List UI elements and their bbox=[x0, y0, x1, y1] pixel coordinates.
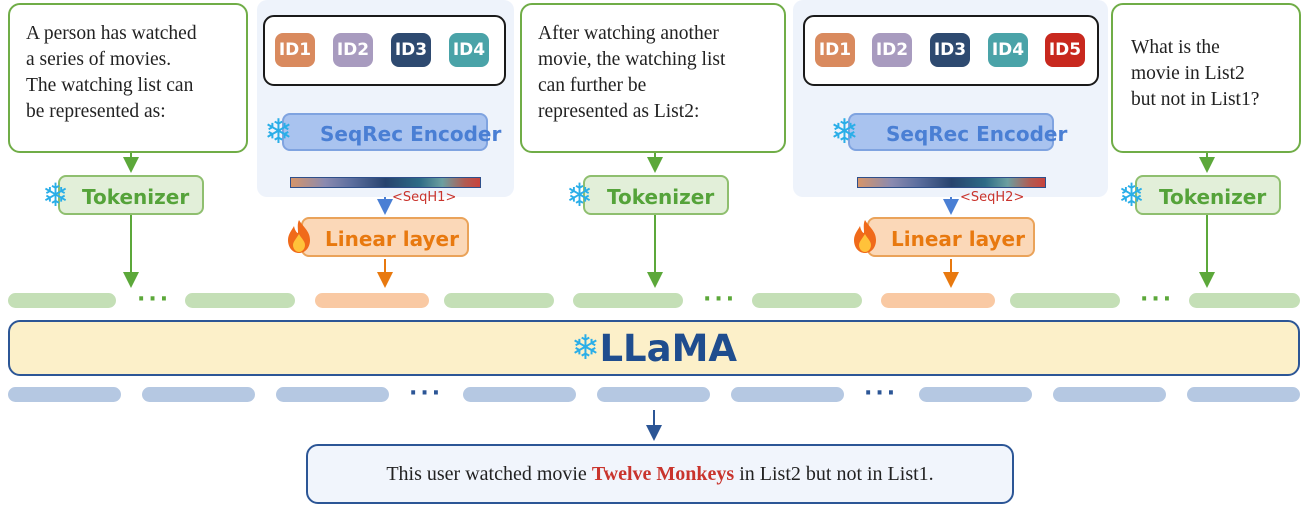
tokenizer-3: Tokenizer bbox=[1135, 175, 1281, 215]
prompt-2-line: can further be bbox=[538, 75, 647, 96]
movie-id-pill: ID4 bbox=[988, 33, 1028, 67]
prompt-box-2: After watching another movie, the watchi… bbox=[520, 3, 786, 153]
prompt-1-line: A person has watched bbox=[26, 23, 197, 44]
output-token bbox=[463, 387, 576, 402]
input-token bbox=[1010, 293, 1120, 308]
prompt-box-1: A person has watched a series of movies.… bbox=[8, 3, 248, 153]
llm-label: LLaMA bbox=[599, 327, 738, 370]
movie-id-pill: ID2 bbox=[333, 33, 373, 67]
snowflake-icon: ❄ bbox=[264, 112, 293, 152]
prompt-3-line: movie in List2 bbox=[1131, 63, 1245, 84]
movie-id-pill: ID5 bbox=[1045, 33, 1085, 67]
encoder-label: SeqRec Encoder bbox=[886, 122, 1068, 146]
tokenizer-1: Tokenizer bbox=[58, 175, 204, 215]
prompt-1-line: be represented as: bbox=[26, 101, 166, 122]
tokenizer-label: Tokenizer bbox=[82, 185, 190, 209]
movie-id-pill: ID3 bbox=[930, 33, 970, 67]
fire-icon bbox=[851, 218, 879, 258]
fire-icon bbox=[285, 218, 313, 258]
output-token bbox=[1053, 387, 1166, 402]
ellipsis: ··· bbox=[137, 287, 172, 312]
seq-token-label-2: <SeqH2> bbox=[960, 190, 1025, 205]
movie-id-group-1: ID1 ID2 ID3 ID4 bbox=[263, 15, 506, 86]
tokenizer-2: Tokenizer bbox=[583, 175, 729, 215]
ellipsis: ··· bbox=[703, 287, 738, 312]
snowflake-icon: ❄ bbox=[42, 176, 69, 214]
prompt-1-line: a series of movies. bbox=[26, 49, 172, 70]
prompt-box-3: What is the movie in List2 but not in Li… bbox=[1111, 3, 1301, 153]
input-token bbox=[752, 293, 862, 308]
output-token bbox=[276, 387, 389, 402]
movie-id-pill: ID3 bbox=[391, 33, 431, 67]
sequence-embedding-bar-2 bbox=[857, 177, 1046, 188]
linear-layer-label: Linear layer bbox=[891, 227, 1025, 251]
ellipsis: ··· bbox=[864, 381, 899, 406]
output-token bbox=[597, 387, 710, 402]
input-token bbox=[8, 293, 116, 308]
ellipsis: ··· bbox=[1140, 287, 1175, 312]
output-response-box: This user watched movie Twelve Monkeys i… bbox=[306, 444, 1014, 504]
input-token bbox=[185, 293, 295, 308]
snowflake-icon: ❄ bbox=[830, 112, 859, 152]
movie-id-pill: ID4 bbox=[449, 33, 489, 67]
sequence-embedding-bar-1 bbox=[290, 177, 481, 188]
output-token bbox=[731, 387, 844, 402]
linear-layer-label: Linear layer bbox=[325, 227, 459, 251]
ellipsis: ··· bbox=[409, 381, 444, 406]
prompt-3-line: What is the bbox=[1131, 37, 1220, 58]
output-movie-title: Twelve Monkeys bbox=[591, 463, 735, 485]
snowflake-icon: ❄ bbox=[570, 328, 600, 368]
seqrec-encoder-2: SeqRec Encoder bbox=[848, 113, 1067, 151]
snowflake-icon: ❄ bbox=[1118, 176, 1145, 214]
output-token bbox=[1187, 387, 1300, 402]
encoder-label: SeqRec Encoder bbox=[320, 122, 502, 146]
output-token bbox=[919, 387, 1032, 402]
linear-layer-1: Linear layer bbox=[301, 217, 469, 257]
input-token bbox=[573, 293, 683, 308]
prompt-2-line: represented as List2: bbox=[538, 101, 700, 122]
tokenizer-label: Tokenizer bbox=[1159, 185, 1267, 209]
movie-id-group-2: ID1 ID2 ID3 ID4 ID5 bbox=[803, 15, 1099, 86]
input-token bbox=[444, 293, 554, 308]
llm-title: ❄LLaMA bbox=[10, 322, 1298, 375]
movie-id-pill: ID1 bbox=[815, 33, 855, 67]
seq-token-label-1: <SeqH1> bbox=[392, 190, 457, 205]
linear-layer-2: Linear layer bbox=[867, 217, 1035, 257]
sequence-token bbox=[881, 293, 995, 308]
seqrec-encoder-1: SeqRec Encoder bbox=[282, 113, 501, 151]
output-prefix: This user watched movie bbox=[386, 463, 592, 485]
movie-id-pill: ID2 bbox=[872, 33, 912, 67]
movie-id-pill: ID1 bbox=[275, 33, 315, 67]
prompt-1-line: The watching list can bbox=[26, 75, 194, 96]
prompt-2-line: After watching another bbox=[538, 23, 719, 44]
prompt-2-line: movie, the watching list bbox=[538, 49, 726, 70]
output-suffix: in List2 but not in List1. bbox=[734, 463, 934, 485]
snowflake-icon: ❄ bbox=[566, 176, 593, 214]
tokenizer-label: Tokenizer bbox=[607, 185, 715, 209]
input-token bbox=[1189, 293, 1300, 308]
output-token bbox=[142, 387, 255, 402]
llm-block: ❄LLaMA bbox=[8, 320, 1300, 376]
output-token bbox=[8, 387, 121, 402]
prompt-3-line: but not in List1? bbox=[1131, 89, 1260, 110]
sequence-token bbox=[315, 293, 429, 308]
